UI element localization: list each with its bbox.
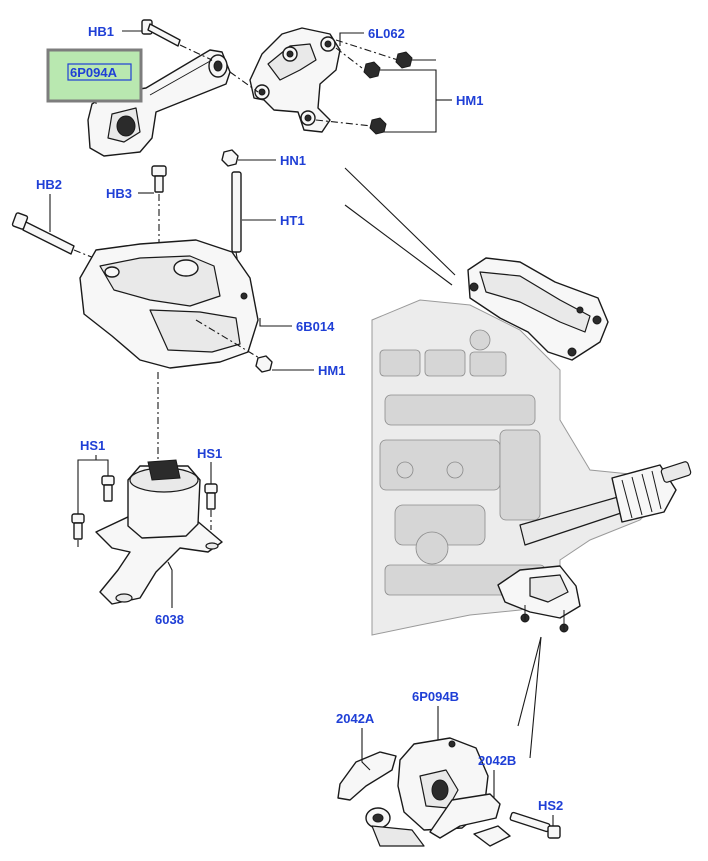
- engine-upper-mount-bracket: [467, 257, 609, 361]
- bolt-hb3[interactable]: [151, 165, 167, 262]
- label-ht1[interactable]: HT1: [280, 213, 305, 228]
- label-hn1[interactable]: HN1: [280, 153, 306, 168]
- stud-ht1[interactable]: [231, 171, 245, 299]
- label-6b014[interactable]: 6B014: [296, 319, 335, 334]
- label-6l062[interactable]: 6L062: [368, 26, 405, 41]
- label-2042a[interactable]: 2042A: [336, 711, 375, 726]
- label-leader-lines: [49, 30, 554, 826]
- part-2042a-rod[interactable]: [337, 751, 425, 847]
- part-2042b-rod[interactable]: [429, 793, 511, 847]
- label-2042b[interactable]: 2042B: [478, 753, 516, 768]
- label-hm1-mid[interactable]: HM1: [318, 363, 345, 378]
- highlight-box-6p094a: [46, 48, 143, 103]
- bolts-hs1[interactable]: [71, 475, 218, 548]
- bolt-hb2[interactable]: [11, 212, 105, 263]
- label-hs1-right[interactable]: HS1: [197, 446, 222, 461]
- label-hb3[interactable]: HB3: [106, 186, 132, 201]
- label-hs1-left[interactable]: HS1: [80, 438, 105, 453]
- part-6b014-bracket[interactable]: [79, 239, 267, 369]
- label-hb2[interactable]: HB2: [36, 177, 62, 192]
- label-6038[interactable]: 6038: [155, 612, 184, 627]
- part-6038-lower-mount[interactable]: [95, 459, 223, 605]
- part-labels: HB1 6L062 6P094A HM1 HN1 HB2 HB3 HT1 6B0…: [36, 24, 563, 813]
- bolt-hs2[interactable]: [509, 811, 561, 839]
- nut-hn1[interactable]: [221, 149, 239, 167]
- engine-lower-mount-bracket: [497, 565, 581, 633]
- callout-lines: [344, 167, 542, 759]
- highlight-label-frame: [67, 63, 132, 81]
- bolt-hb1[interactable]: [141, 19, 213, 61]
- label-6p094a[interactable]: 6P094A: [70, 65, 118, 80]
- label-6p094b[interactable]: 6P094B: [412, 689, 459, 704]
- part-6l062-bracket[interactable]: [229, 27, 399, 133]
- label-hs2[interactable]: HS2: [538, 798, 563, 813]
- nuts-hm1-top[interactable]: [363, 51, 413, 135]
- label-hm1-top[interactable]: HM1: [456, 93, 483, 108]
- label-hb1[interactable]: HB1: [88, 24, 114, 39]
- engine-block-illustration: [371, 299, 692, 636]
- nut-hm1-mid[interactable]: [255, 355, 273, 373]
- part-6p094a-torque-rod[interactable]: [87, 49, 231, 157]
